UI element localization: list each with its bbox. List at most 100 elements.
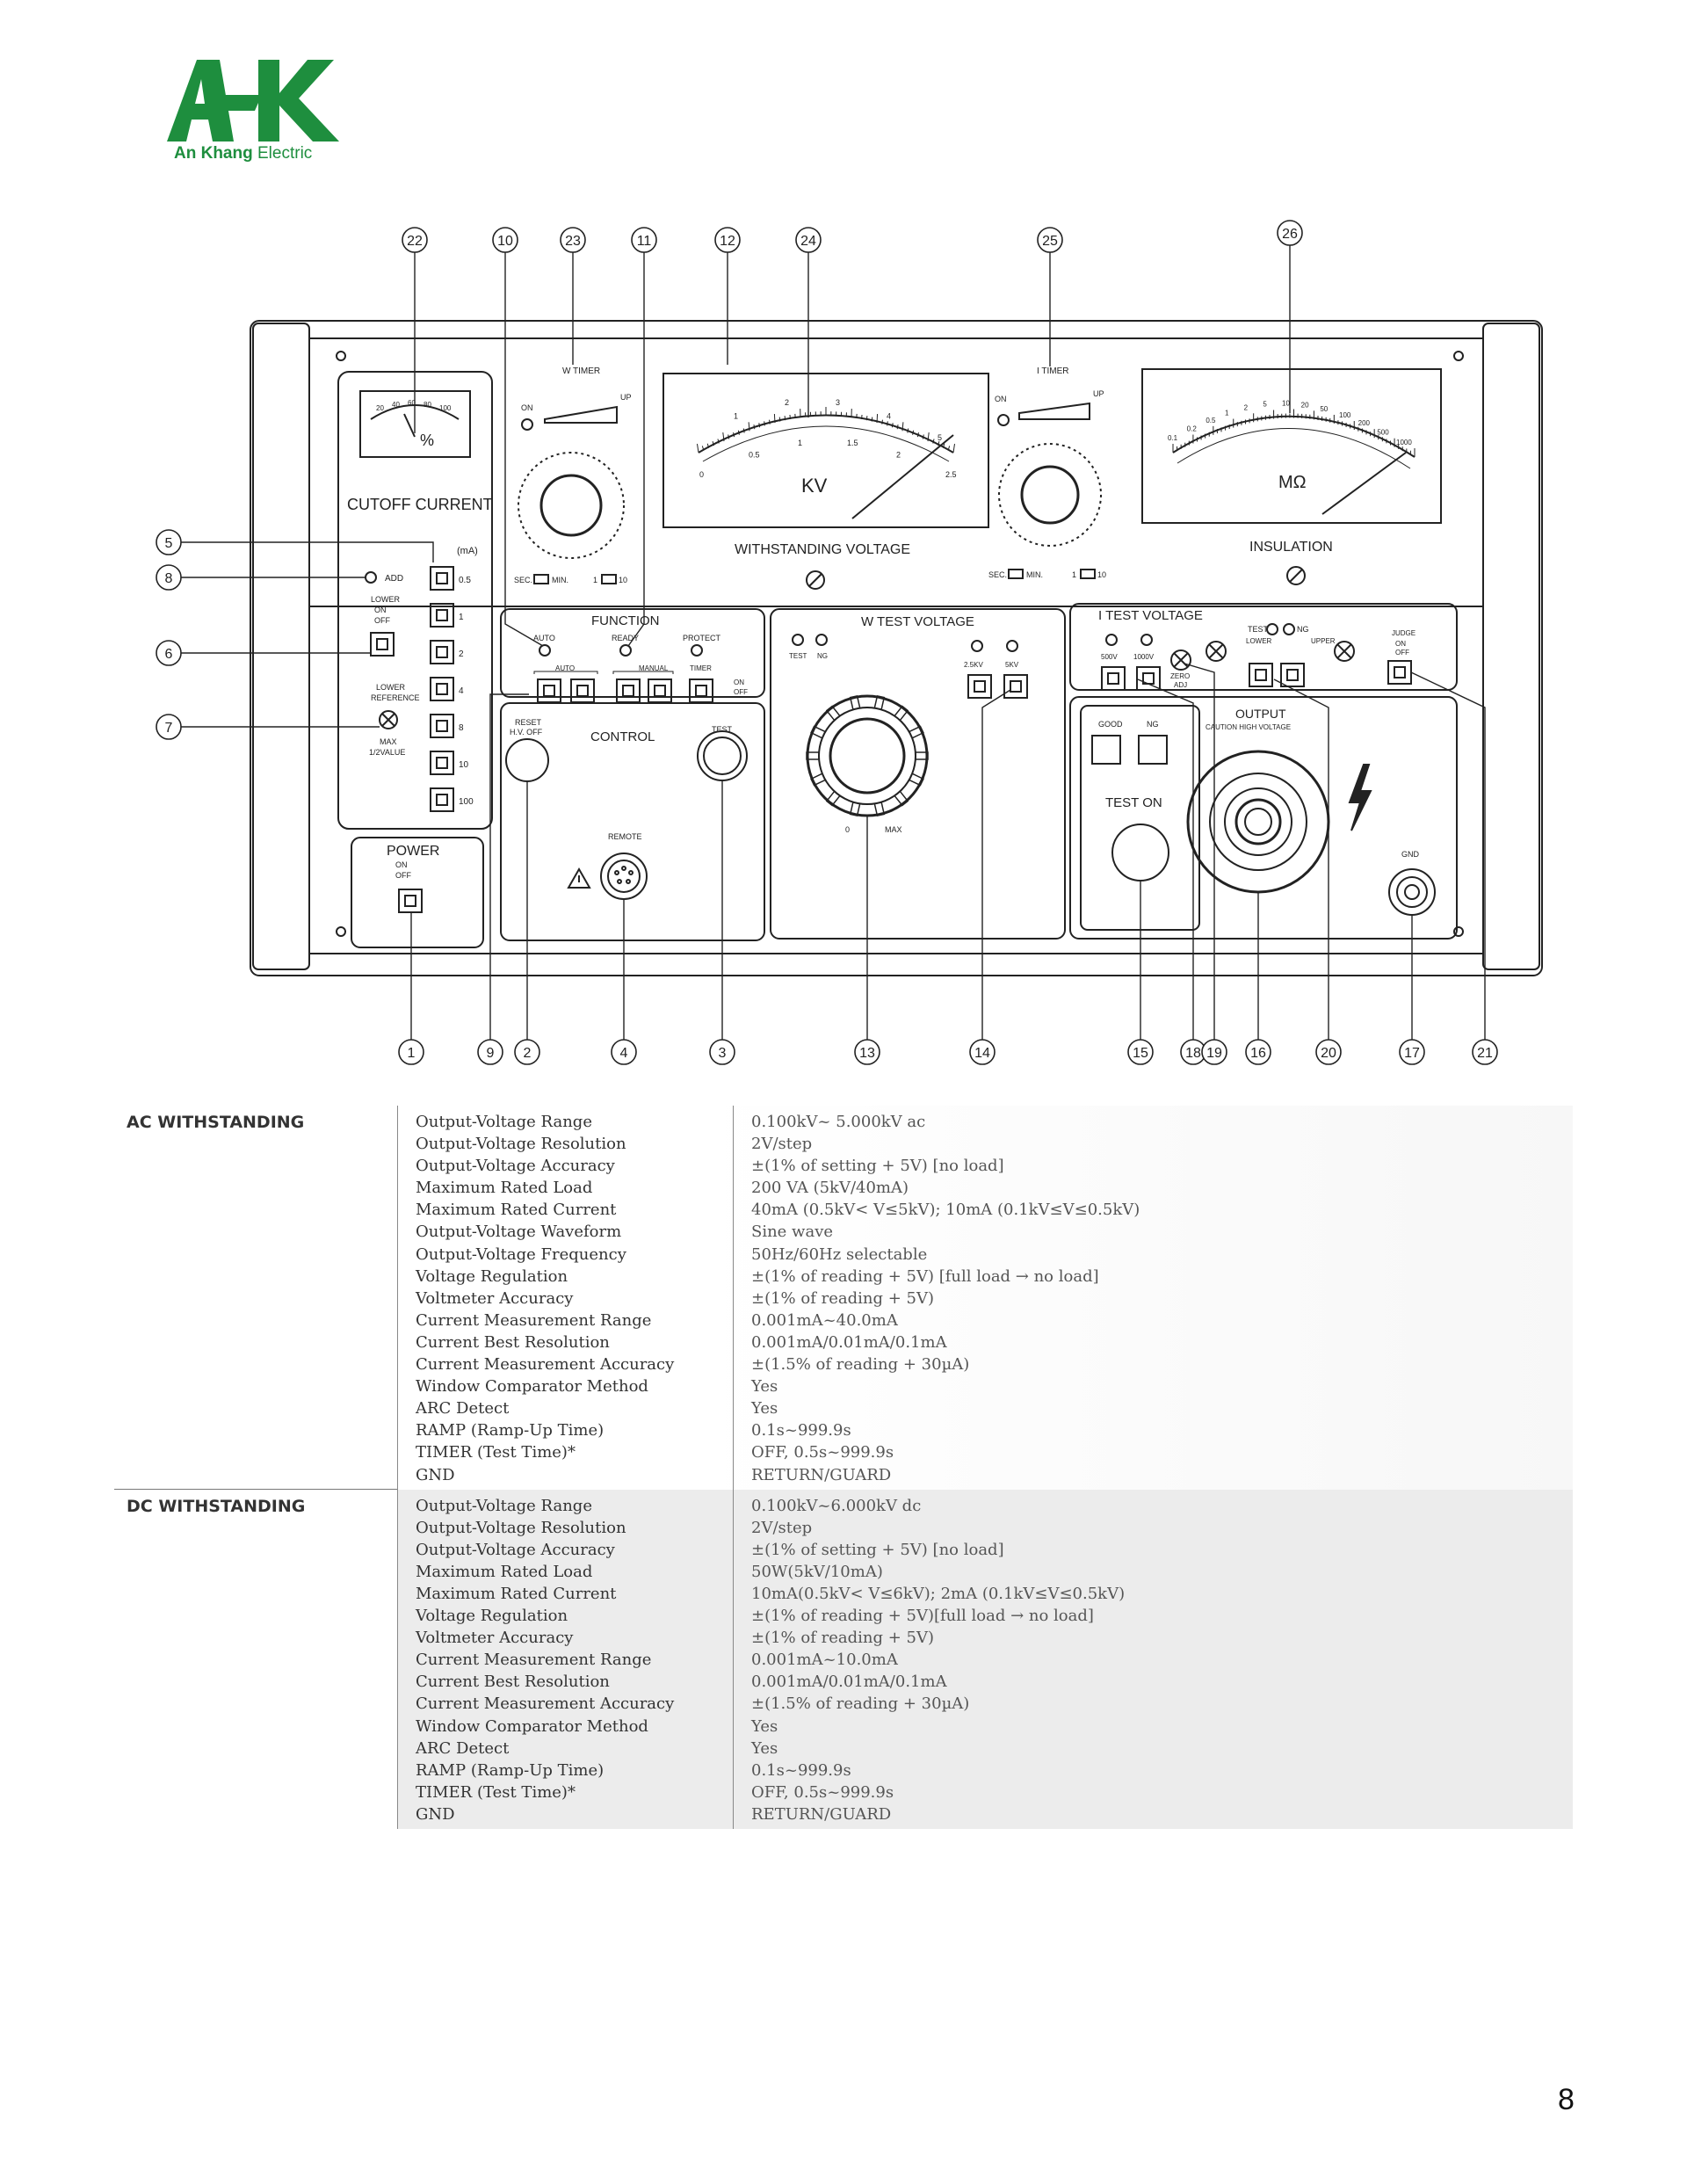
range-label-10: 10 [459,760,469,770]
spec-parameter: Maximum Rated Load [416,1562,593,1581]
good-lamp [1091,735,1121,765]
hv-off-label: H.V. OFF [510,728,543,736]
w-timer-dial-scale [518,452,625,559]
spec-parameter: GND [416,1804,455,1824]
callout-14: 14 [974,1046,990,1061]
spec-value: 40mA (0.5kV< V≤5kV); 10mA (0.1kV≤V≤0.5kV… [751,1201,1140,1220]
w-timer-knob[interactable] [539,474,603,537]
w-timer-up-label: UP [620,393,632,402]
callout-circle-12 [714,227,741,253]
spec-parameter: Output-Voltage Resolution [416,1135,626,1154]
protect-label: PROTECT [683,634,721,642]
w-test-voltage-panel [770,608,1066,940]
lower-button[interactable] [370,632,395,657]
spec-value: Yes [751,1399,778,1419]
cutoff-scale-80: 80 [424,401,431,409]
spec-value: Sine wave [751,1223,834,1242]
function-button-auto-2[interactable] [570,678,595,703]
range-label-1: 1 [459,613,464,622]
mohm-scale-1: 0.2 [1187,425,1198,433]
i-test-led-label: TEST [1248,625,1269,634]
callout-circle-22 [402,227,428,253]
reset-label: RESET [515,718,542,727]
leader-10 [504,252,544,647]
callout-8: 8 [165,571,173,586]
remote-label: REMOTE [608,832,642,841]
w-timer-label: W TIMER [562,366,600,376]
upper-limit-button[interactable] [1280,663,1305,687]
v25-label: 2.5KV [964,661,983,669]
reset-hv-off-button[interactable] [505,738,549,782]
spec-value: 0.001mA/0.01mA/0.1mA [751,1672,947,1692]
range-button-2[interactable] [430,640,454,664]
section-title: DC WITHSTANDING [114,1489,397,1829]
range-button-8[interactable] [430,714,454,738]
spec-value: ±(1% of reading + 5V) [751,1288,934,1308]
upper-limit-pot[interactable] [1334,641,1355,662]
callout-circle-17 [1399,1039,1425,1065]
lower-limit-button[interactable] [1249,663,1273,687]
w-test-led-label: TEST [789,652,807,660]
i-timer-knob[interactable] [1020,465,1080,525]
spec-parameter: Output-Voltage Resolution [416,1518,626,1537]
spec-parameter: ARC Detect [416,1738,510,1758]
function-button-manual-2[interactable] [648,678,672,703]
kv-top-5: 5 [938,433,942,442]
spec-value: ±(1.5% of reading + 30µA) [751,1694,970,1714]
range-button-0.5[interactable] [430,566,454,591]
v5-button[interactable] [1003,674,1028,699]
power-button[interactable] [398,889,423,913]
cutoff-current-label: CUTOFF CURRENT [347,496,493,513]
gnd-terminal[interactable] [1388,868,1436,916]
spec-parameter: Current Measurement Accuracy [416,1355,675,1375]
callout-16: 16 [1250,1046,1266,1061]
kv-bottom-1: 0.5 [749,451,760,460]
judge-off-label: OFF [1395,649,1409,657]
range-label-8: 8 [459,723,464,733]
spec-parameter: Output-Voltage Waveform [416,1223,622,1242]
callout-1: 1 [408,1046,416,1061]
judge-button[interactable] [1387,660,1412,685]
callout-2: 2 [524,1046,532,1061]
spec-value: 10mA(0.5kV< V≤6kV); 2mA (0.1kV≤V≤0.5kV) [751,1584,1126,1603]
spec-parameter: Current Measurement Range [416,1651,652,1670]
ng-lamp [1138,735,1168,765]
test-button[interactable] [697,730,748,781]
range-button-1[interactable] [430,603,454,628]
mohm-label: MΩ [1278,473,1307,492]
range-label-2: 2 [459,649,464,659]
zero-adj-label: ZERO [1170,672,1190,680]
zero-adj-pot[interactable] [1170,649,1191,671]
lower-limit-pot[interactable] [1206,641,1227,662]
callout-circle-5 [156,529,182,555]
callout-circle-25 [1037,227,1063,253]
range-button-10[interactable] [430,751,454,775]
mohm-scale-12: 1000 [1396,439,1412,446]
w-timer-x1-label: 1 [593,576,597,584]
spec-parameter: Voltage Regulation [416,1607,568,1626]
range-button-100[interactable] [430,787,454,812]
kv-bottom-3: 1.5 [847,439,858,447]
kv-meter [662,373,989,528]
v25-button[interactable] [967,674,992,699]
range-label-100: 100 [459,797,474,807]
function-button-auto-1[interactable] [537,678,561,703]
v1000-button[interactable] [1136,666,1161,691]
spec-value: 200 VA (5kV/40mA) [751,1179,909,1198]
upper-limit-label: UPPER [1311,637,1336,645]
function-button-timer-toggle[interactable] [689,678,713,703]
voltage-adjust-knob[interactable] [806,694,929,817]
output-panel [1069,696,1458,940]
v500-button[interactable] [1101,666,1126,691]
range-button-4[interactable] [430,677,454,701]
kv-label: KV [801,475,828,497]
cutoff-scale-60: 60 [408,399,416,407]
mohm-scale-3: 1 [1225,410,1229,417]
knob-zero-label: 0 [845,825,850,834]
i-timer-x10-label: 10 [1097,570,1106,579]
lower-label: LOWER [371,595,401,604]
company-logo: An Khang Electric [167,58,343,172]
function-button-manual-1[interactable] [616,678,641,703]
spec-parameter: Current Best Resolution [416,1672,610,1692]
